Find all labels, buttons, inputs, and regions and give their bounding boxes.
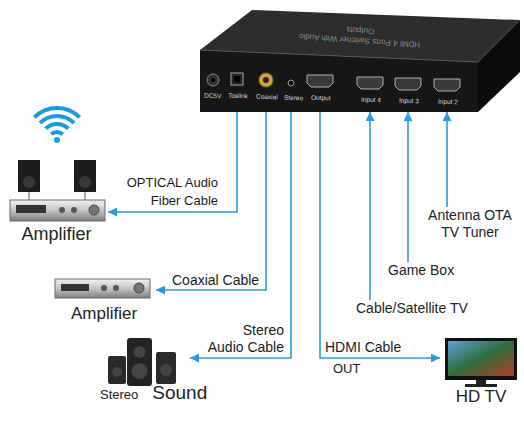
cable-label: Coaxial Cable bbox=[172, 272, 267, 289]
speaker-cone bbox=[132, 363, 148, 379]
node-label: Amplifier bbox=[21, 223, 91, 245]
dc-jack-pin bbox=[211, 78, 215, 82]
tv-art bbox=[445, 338, 517, 387]
device-front bbox=[200, 50, 478, 112]
source-node: Antenna OTA TV Tuner bbox=[420, 207, 520, 245]
tv-node: HD TV bbox=[440, 335, 522, 407]
node-label: Cable/Satellite TV bbox=[356, 300, 496, 317]
wifi-arc bbox=[51, 132, 62, 134]
cable-label: OPTICAL Audio Fiber Cable bbox=[118, 174, 218, 210]
device-side bbox=[478, 20, 520, 112]
wifi-arc bbox=[34, 108, 79, 117]
output-tag: OUT bbox=[333, 361, 360, 376]
amplifier-node: Amplifier bbox=[52, 274, 156, 324]
port-label: Output bbox=[311, 94, 331, 103]
amplifier-knob bbox=[89, 205, 99, 215]
tv-stand bbox=[476, 380, 486, 384]
port-label: Input 2 bbox=[438, 98, 458, 107]
speaker-wire bbox=[85, 192, 86, 200]
subwoofer-box bbox=[127, 338, 152, 386]
hdmi-port bbox=[357, 77, 383, 89]
port-label: Stereo bbox=[284, 94, 303, 103]
source-node: Cable/Satellite TV bbox=[356, 300, 496, 320]
node-label: HD TV bbox=[456, 387, 507, 407]
node-label: Stereo bbox=[100, 387, 138, 402]
tv-frame bbox=[445, 338, 517, 380]
hdmi-port bbox=[434, 79, 460, 91]
hdmi-port bbox=[307, 75, 333, 87]
hdmi-port bbox=[395, 78, 421, 90]
toslink-hole bbox=[234, 76, 240, 82]
stereo-jack bbox=[288, 80, 294, 86]
tv-base bbox=[465, 384, 497, 387]
toslink-port bbox=[231, 73, 243, 85]
node-label: Sound bbox=[152, 382, 207, 404]
switcher-device bbox=[200, 10, 520, 112]
wifi-arc bbox=[40, 116, 74, 123]
speaker-box bbox=[74, 160, 96, 192]
speaker-cone bbox=[112, 367, 122, 377]
stereo-speakers-art bbox=[108, 338, 176, 386]
amplifier-node: Amplifier bbox=[5, 92, 108, 245]
cable-connector bbox=[320, 112, 440, 358]
cable-connector bbox=[190, 112, 291, 358]
speaker-box bbox=[156, 352, 176, 384]
coaxial-hole bbox=[263, 77, 269, 83]
dc-jack bbox=[207, 74, 219, 86]
speaker-box bbox=[108, 356, 126, 384]
cable-connector bbox=[108, 112, 237, 212]
node-label: Antenna OTA TV Tuner bbox=[420, 207, 520, 241]
switcher-device-box: HDMI 4 Ports Switcher With Audio Outputs bbox=[200, 8, 520, 112]
cable-connector bbox=[369, 112, 371, 300]
amplifier-knob bbox=[134, 283, 144, 293]
cable-connector bbox=[407, 112, 409, 262]
tv-screen bbox=[448, 341, 514, 376]
speaker-node: StereoSound bbox=[98, 332, 190, 412]
node-label: Game Box bbox=[388, 262, 468, 279]
coaxial-port bbox=[259, 73, 273, 87]
amplifier-knob bbox=[59, 207, 65, 213]
wireless-amplifier-art bbox=[10, 108, 105, 221]
amplifier-display bbox=[61, 284, 89, 291]
cable-label: HDMI Cable bbox=[325, 339, 425, 356]
amplifier-knob bbox=[71, 207, 77, 213]
node-label: HDMI 4 Ports Switcher With Audio Outputs bbox=[294, 20, 425, 49]
speaker-cone bbox=[160, 364, 172, 376]
cable-connector bbox=[446, 112, 448, 207]
speaker-cone bbox=[23, 176, 35, 188]
port-label: Input 4 bbox=[361, 96, 381, 105]
port-label: Input 3 bbox=[399, 97, 419, 106]
port-label: DC5V bbox=[204, 92, 222, 101]
cable-label: Stereo Audio Cable bbox=[205, 322, 284, 356]
source-node: Game Box bbox=[388, 262, 468, 282]
speaker-cone bbox=[79, 176, 91, 188]
amplifier-knob bbox=[113, 285, 119, 291]
wifi-dot bbox=[54, 137, 60, 143]
amplifier-unit bbox=[55, 279, 150, 298]
speaker-wire bbox=[29, 192, 30, 200]
amplifier-display bbox=[16, 205, 46, 213]
amplifier-knob bbox=[101, 285, 107, 291]
port-label: Coaxial bbox=[256, 93, 278, 102]
port-label: Toslink bbox=[228, 92, 248, 101]
node-label: Amplifier bbox=[71, 304, 137, 324]
amplifier-unit bbox=[10, 200, 105, 221]
speaker-box bbox=[18, 160, 40, 192]
device-edge bbox=[200, 50, 478, 62]
coaxial-amplifier-art bbox=[55, 279, 150, 298]
wifi-arc bbox=[46, 124, 69, 129]
speaker-cone bbox=[134, 346, 146, 358]
